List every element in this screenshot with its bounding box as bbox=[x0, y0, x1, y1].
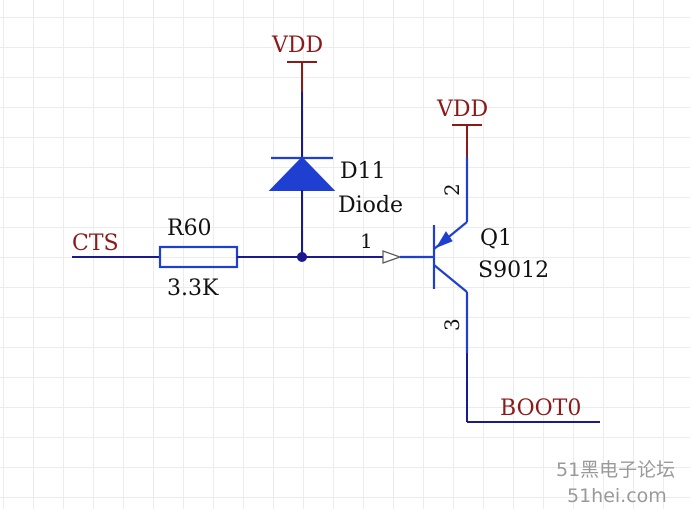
resistor-symbol bbox=[158, 245, 239, 269]
boot0-net-label: BOOT0 bbox=[500, 396, 581, 421]
transistor-symbol bbox=[432, 221, 468, 293]
vdd-right-power-port bbox=[452, 124, 482, 157]
base-pin-arrow bbox=[382, 250, 402, 264]
resistor-ref-label: R60 bbox=[167, 216, 212, 241]
transistor-value-label: S9012 bbox=[478, 258, 549, 283]
vdd-top-power-port bbox=[287, 61, 317, 92]
watermark-line2: 51hei.com bbox=[567, 485, 667, 507]
diode-ref-label: D11 bbox=[340, 159, 386, 184]
resistor-value-label: 3.3K bbox=[167, 276, 219, 301]
pin-2-label: 2 bbox=[440, 183, 464, 196]
vdd-right-label: VDD bbox=[436, 97, 488, 122]
cts-net-label: CTS bbox=[72, 231, 119, 256]
pin-1-label: 1 bbox=[360, 229, 373, 253]
vdd-top-label: VDD bbox=[271, 33, 323, 58]
watermark-line1: 51黑电子论坛 bbox=[556, 459, 675, 481]
junction-dot bbox=[297, 252, 307, 262]
diode-symbol bbox=[268, 156, 336, 191]
transistor-ref-label: Q1 bbox=[480, 226, 512, 251]
diode-value-label: Diode bbox=[338, 193, 403, 218]
pin-3-label: 3 bbox=[440, 318, 464, 331]
